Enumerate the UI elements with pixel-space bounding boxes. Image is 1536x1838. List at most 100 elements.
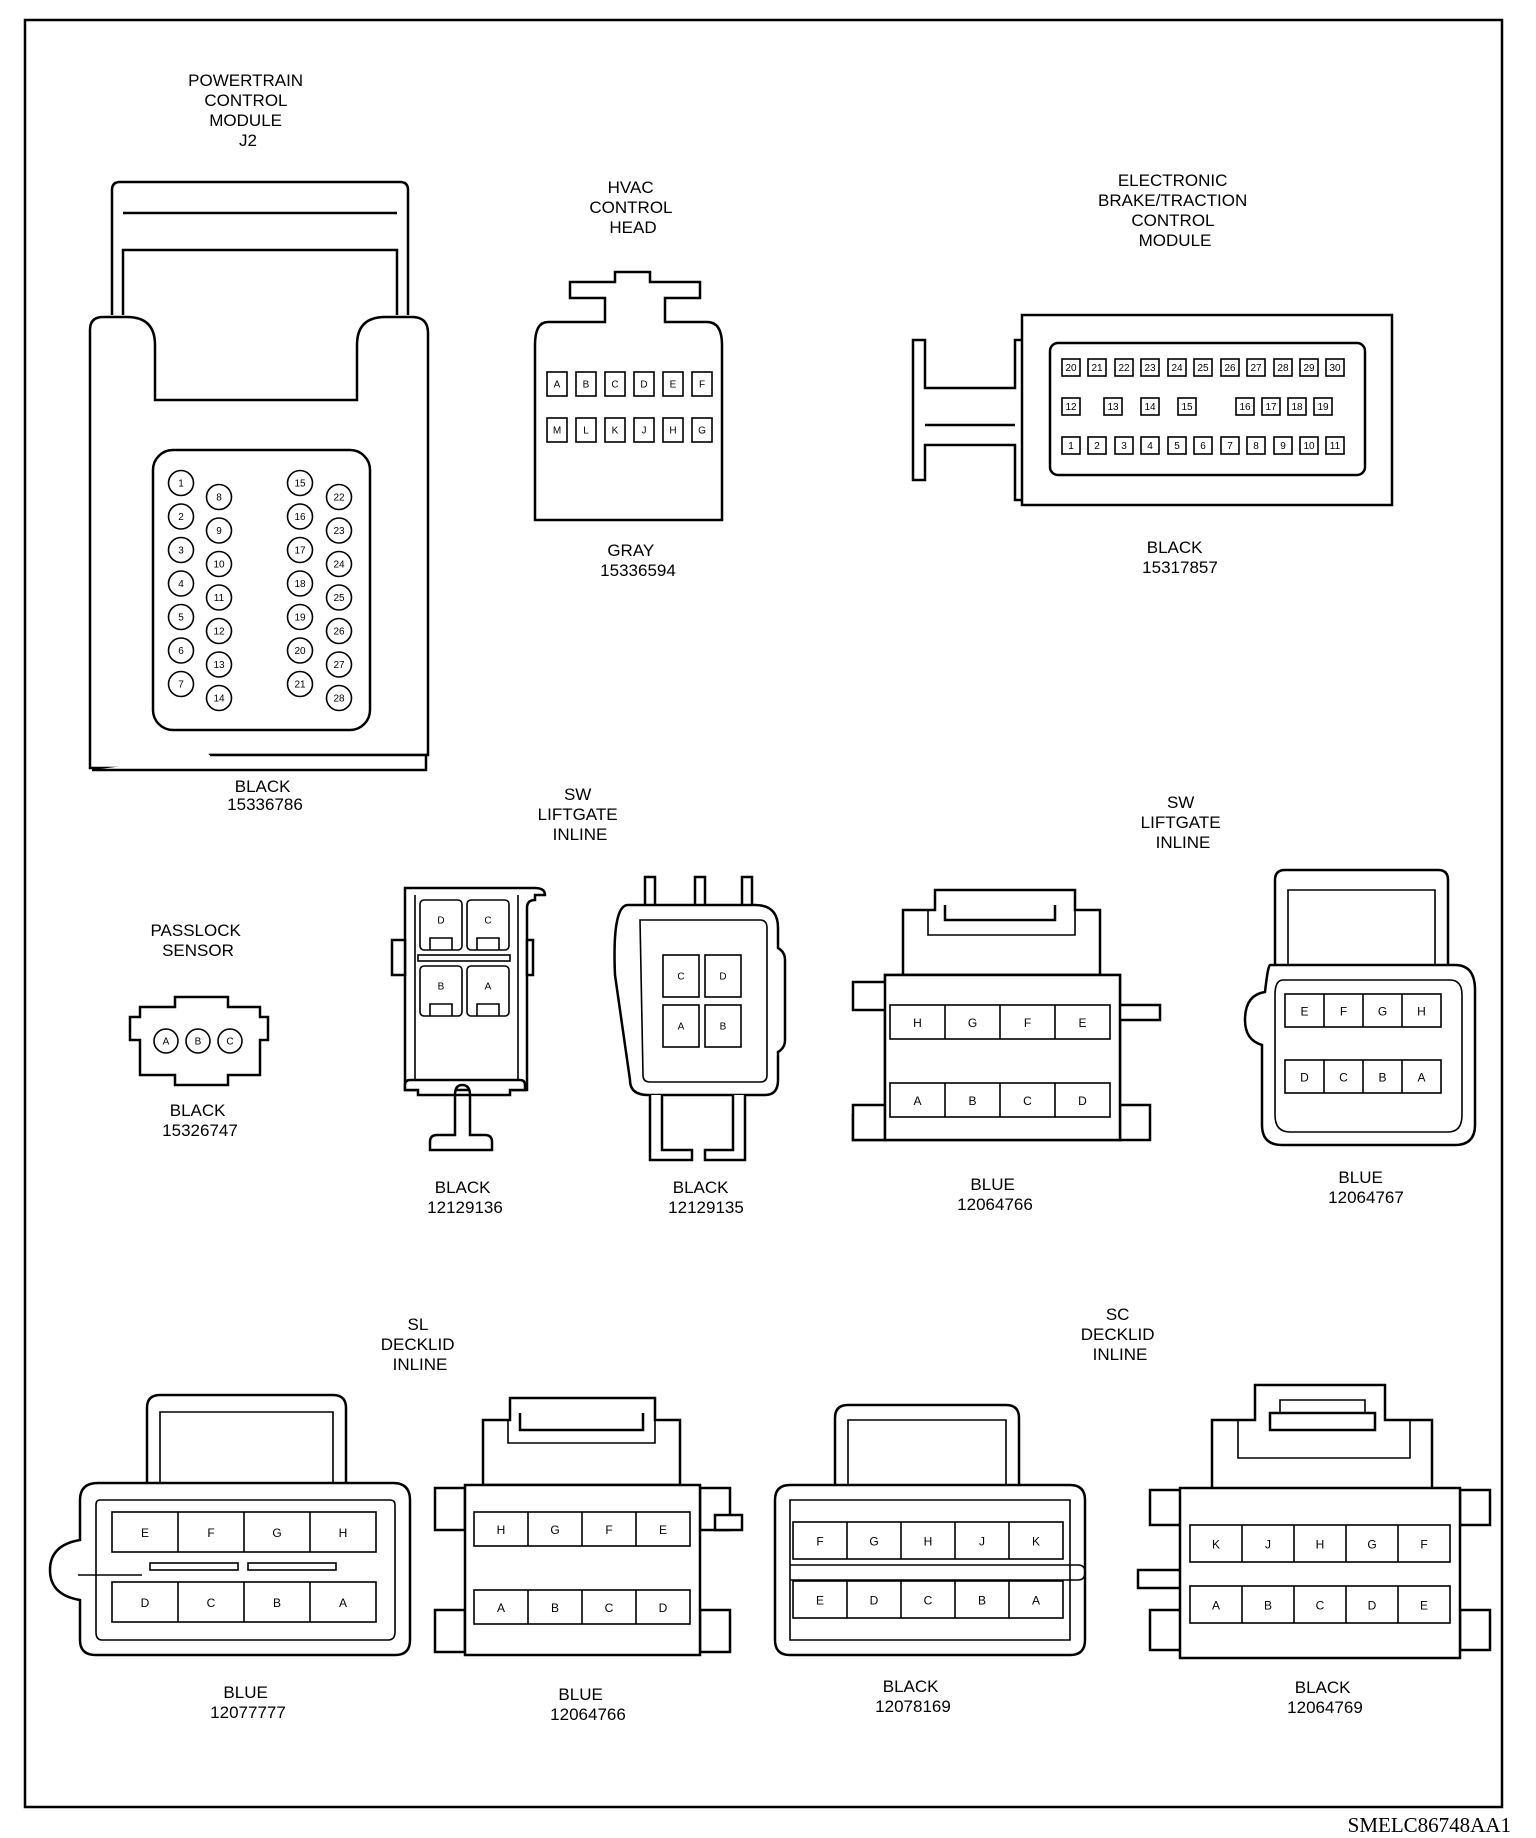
- pin-A: A: [339, 1596, 347, 1610]
- hvac-title: HVAC CONTROL HEAD: [589, 178, 676, 237]
- pin-label: 5: [178, 613, 184, 624]
- pin-label: D: [640, 380, 647, 391]
- pin-label: 25: [1197, 363, 1209, 374]
- pin-A: A: [1417, 1071, 1425, 1085]
- pin-22: 22: [325, 483, 353, 511]
- pcm-j2-connector: POWERTRAIN CONTROL MODULE J2 12345678910…: [88, 71, 430, 814]
- pin-26: 26: [325, 617, 353, 645]
- pin-21: 21: [286, 670, 314, 698]
- pin-11: 11: [1325, 436, 1345, 455]
- pin-26: 26: [1220, 358, 1240, 377]
- pin-F: F: [605, 1523, 612, 1537]
- pin-28: 28: [1273, 358, 1293, 377]
- pin-E: E: [1078, 1016, 1086, 1030]
- pin-label: 23: [1144, 363, 1156, 374]
- pin-17: 17: [286, 536, 314, 564]
- pin-18: 18: [286, 570, 314, 597]
- pin-21: 21: [1087, 358, 1107, 377]
- pin-18: 18: [1287, 397, 1307, 416]
- pin-13: 13: [1103, 397, 1123, 416]
- lg1-left-label: BLACK 12129136: [427, 1178, 503, 1217]
- pin-27: 27: [1246, 358, 1266, 377]
- pin-A: A: [546, 371, 568, 397]
- pin-label: 21: [1091, 363, 1103, 374]
- pin-A: A: [662, 1004, 700, 1048]
- pin-label: B: [195, 1037, 202, 1048]
- pin-label: B: [720, 1022, 727, 1033]
- pin-F: F: [207, 1526, 214, 1540]
- pin-label: 17: [1265, 402, 1277, 413]
- sc-left-label: BLACK 12078169: [875, 1677, 951, 1716]
- pin-label: M: [553, 426, 561, 437]
- pin-label: G: [698, 426, 706, 437]
- pin-A: A: [913, 1094, 921, 1108]
- pin-7: 7: [1220, 436, 1240, 455]
- cavity-C: C: [466, 899, 510, 951]
- pin-label: 29: [1303, 363, 1315, 374]
- pcm-color: BLACK 15336786: [227, 777, 303, 814]
- pin-label: 12: [1065, 402, 1077, 413]
- pin-D: D: [659, 1601, 668, 1615]
- pin-E: E: [816, 1594, 824, 1608]
- pin-label: 9: [1280, 441, 1286, 452]
- pin-C: C: [605, 1601, 614, 1615]
- pin-M: M: [546, 417, 568, 443]
- pin-A: A: [1032, 1594, 1040, 1608]
- pin-H: H: [339, 1526, 348, 1540]
- passlock-title: PASSLOCK SENSOR: [150, 921, 245, 960]
- pin-D: D: [704, 954, 742, 998]
- pin-4: 4: [167, 570, 195, 597]
- pin-label: 15: [294, 479, 306, 490]
- figure-code: SMELC86748AA1: [1348, 1813, 1511, 1837]
- sl-decklid-title: SL DECKLID INLINE: [381, 1315, 459, 1374]
- pin-label: 8: [216, 493, 222, 504]
- pin-G: G: [1367, 1538, 1376, 1552]
- pin-E: E: [662, 371, 684, 397]
- pin-label: 26: [333, 627, 345, 638]
- pin-label: 4: [178, 579, 184, 590]
- pin-label: 20: [294, 646, 306, 657]
- pin-C: C: [1339, 1071, 1348, 1085]
- pin-label: 27: [333, 660, 345, 671]
- pin-16: 16: [1235, 397, 1255, 416]
- pin-16: 16: [286, 503, 314, 530]
- ebtcm-color: BLACK 15317857: [1142, 538, 1218, 577]
- pin-label: 15: [1181, 402, 1193, 413]
- pin-label: 16: [1239, 402, 1251, 413]
- pin-27: 27: [325, 651, 353, 678]
- pin-1: 1: [167, 469, 195, 497]
- pin-H: H: [662, 417, 684, 443]
- pin-label: 30: [1329, 363, 1341, 374]
- pin-label: 2: [178, 512, 184, 523]
- sc-right-label: BLACK 12064769: [1287, 1678, 1363, 1717]
- pin-label: 14: [1144, 402, 1156, 413]
- pin-D: D: [1368, 1599, 1377, 1613]
- pin-9: 9: [1273, 436, 1293, 455]
- pin-label: 13: [1107, 402, 1119, 413]
- pin-17: 17: [1261, 397, 1281, 416]
- pin-15: 15: [286, 469, 314, 497]
- pin-label: 13: [213, 660, 225, 671]
- pin-label: D: [437, 916, 444, 927]
- pin-label: F: [699, 380, 705, 391]
- pin-J: J: [979, 1535, 985, 1549]
- pin-E: E: [1300, 1005, 1308, 1019]
- pin-label: 9: [216, 526, 222, 537]
- pin-B: B: [1264, 1599, 1272, 1613]
- pin-B: B: [185, 1028, 211, 1054]
- pin-E: E: [141, 1526, 149, 1540]
- pin-label: 23: [333, 526, 345, 537]
- pin-D: D: [633, 371, 655, 397]
- pin-label: 27: [1250, 363, 1262, 374]
- lg1-right-label: BLACK 12129135: [668, 1178, 744, 1217]
- pin-25: 25: [1193, 358, 1213, 377]
